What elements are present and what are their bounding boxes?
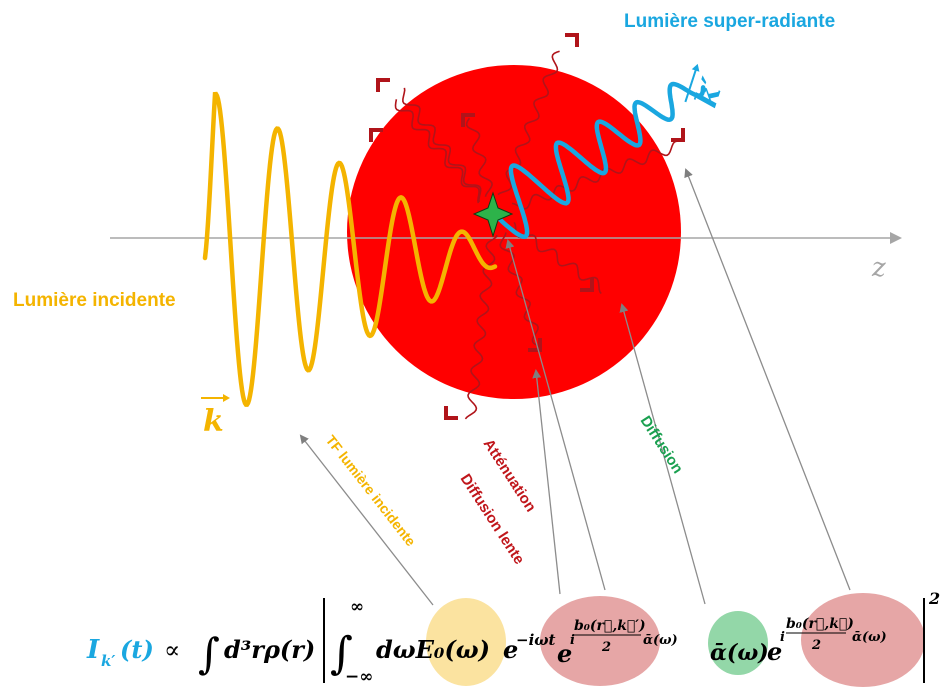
scattered-ray-head-icon bbox=[376, 78, 390, 92]
formula-exp1-tail: ᾱ(ω) bbox=[643, 633, 678, 648]
intensity-formula: I k′ (t) ∝ ∫ d³rρ(r) ∫ ∞ −∞ dωE₀(ω) e −i… bbox=[86, 589, 940, 687]
z-axis-label: z bbox=[871, 253, 886, 283]
formula-lower: −∞ bbox=[345, 667, 373, 687]
formula-exp1-num: b₀(r⃗,k⃗′) bbox=[574, 618, 646, 634]
tf-ellipse bbox=[426, 598, 506, 686]
formula-integral: ∫ bbox=[198, 629, 220, 678]
formula-lhs: I bbox=[86, 635, 100, 665]
formula-upper: ∞ bbox=[350, 597, 364, 617]
formula-phase-exp: −iωt bbox=[516, 631, 556, 649]
scattered-ray bbox=[497, 50, 560, 196]
scattered-ray bbox=[402, 87, 482, 203]
formula-exp2-den: 2 bbox=[811, 638, 821, 653]
formula-phase: e bbox=[503, 635, 518, 664]
formula-d3r: d³rρ(r) bbox=[224, 635, 315, 664]
formula-power: 2 bbox=[928, 589, 940, 608]
scattered-ray bbox=[465, 117, 493, 198]
formula-lhs-sub: k′ bbox=[101, 652, 115, 670]
scattered-ray-head-icon bbox=[528, 338, 542, 352]
attenuation-ellipse bbox=[540, 596, 660, 686]
formula-exp2-i: i bbox=[780, 630, 785, 645]
arrow-attenuation-2 bbox=[505, 239, 606, 591]
scattered-ray-head-icon bbox=[369, 128, 383, 142]
center-star-icon bbox=[472, 191, 514, 238]
k-in-label: k bbox=[203, 404, 224, 439]
formula-lhs-arg: (t) bbox=[120, 635, 154, 664]
super-radiant-wave bbox=[492, 81, 706, 239]
incident-label: Lumière incidente bbox=[13, 290, 176, 311]
scattered-ray bbox=[394, 99, 480, 204]
formula-inner-integral: ∫ bbox=[330, 628, 353, 679]
k-in-vector: k bbox=[201, 394, 230, 439]
formula-exp1-base: e bbox=[557, 639, 572, 668]
scattered-ray bbox=[511, 140, 677, 210]
slow-diffusion-ellipse bbox=[801, 593, 925, 687]
arrow-slow-diffusion bbox=[684, 168, 851, 591]
arrow-attenuation-1 bbox=[532, 369, 561, 595]
scattered-ray-head-icon bbox=[444, 406, 458, 420]
k-out-label: k′ bbox=[689, 74, 731, 112]
incident-wave bbox=[202, 91, 498, 407]
diffusion-ellipse bbox=[708, 611, 768, 675]
formula-exp1-den: 2 bbox=[601, 640, 611, 655]
formula-exp2-base: e bbox=[767, 637, 782, 666]
scattered-rays bbox=[369, 33, 685, 420]
arrow-diffusion bbox=[619, 303, 706, 605]
formula-exp2-tail: ᾱ(ω) bbox=[852, 630, 887, 645]
scattered-ray-head-icon bbox=[565, 33, 579, 47]
formula-alpha: ᾱ(ω) bbox=[710, 640, 769, 666]
formula-exp2-num: b₀(r⃗,k⃗) bbox=[786, 616, 854, 632]
diffusion-label: Diffusion bbox=[637, 413, 687, 477]
formula-domega: dωE₀(ω) bbox=[376, 635, 490, 664]
scattered-ray-head-icon bbox=[580, 278, 594, 292]
formula-arrows bbox=[299, 168, 851, 606]
tf-incident-label: TF lumière incidente bbox=[323, 432, 420, 549]
formula-propto: ∝ bbox=[164, 636, 180, 664]
scattered-ray-head-icon bbox=[461, 113, 475, 127]
arrow-tf-incident bbox=[299, 434, 434, 606]
scattered-ray-head-icon bbox=[671, 128, 685, 142]
super-radiant-label: Lumière super-radiante bbox=[624, 11, 835, 32]
formula-exp1-i: i bbox=[570, 633, 575, 648]
k-out-vector: k′ bbox=[684, 63, 731, 112]
